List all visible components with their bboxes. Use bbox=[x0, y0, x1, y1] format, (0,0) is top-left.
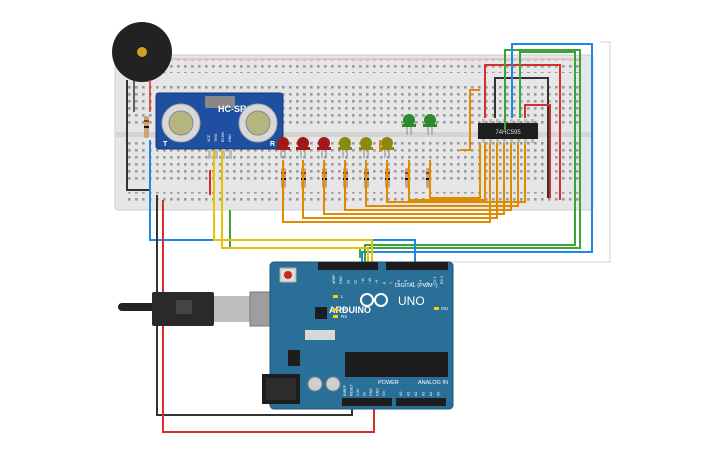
header-pin-label: RESET bbox=[350, 383, 354, 396]
sensor-pin bbox=[222, 149, 225, 159]
header-pin-label: 3.3V bbox=[356, 388, 360, 396]
sensor-pin bbox=[208, 149, 211, 159]
sensor-pin-label: ECHO bbox=[221, 132, 225, 142]
header-pin-label: ~10 bbox=[368, 278, 372, 284]
led-on-label: ON bbox=[441, 306, 448, 311]
sensor-side-left: T bbox=[163, 141, 168, 148]
shift-register-label: 74HC595 bbox=[495, 130, 521, 136]
header-pin-label: A1 bbox=[407, 392, 411, 396]
led-yellow[interactable] bbox=[359, 137, 373, 158]
buzzer-icon[interactable] bbox=[112, 22, 172, 112]
model-label: UNO bbox=[398, 294, 425, 308]
infinity-logo bbox=[360, 293, 388, 307]
header-pin-label: 5V bbox=[363, 391, 367, 396]
arduino-board[interactable]: DIGITAL (PWM~) ARDUINO UNO L TX RX ON PO bbox=[262, 261, 454, 410]
header-pin-label: GND bbox=[376, 388, 380, 396]
breadboard-wires bbox=[126, 64, 561, 200]
led-green[interactable] bbox=[402, 114, 416, 135]
analog-label: ANALOG IN bbox=[418, 380, 448, 386]
digital-label: DIGITAL (PWM~) bbox=[395, 283, 438, 289]
reset-button-icon[interactable] bbox=[279, 267, 297, 283]
bottom-rail-holes bbox=[126, 192, 582, 205]
led-yellow[interactable] bbox=[380, 137, 394, 158]
header-pin-label: 7 bbox=[390, 282, 394, 284]
header-pin-label: GND bbox=[339, 276, 343, 284]
led-l-label: L bbox=[341, 294, 344, 299]
header-pin-label: 12 bbox=[354, 280, 358, 284]
header-pin-label: A3 bbox=[422, 392, 426, 396]
header-pin-label: TX 1 bbox=[433, 276, 437, 284]
header-pin-label: A5 bbox=[437, 392, 441, 396]
sensor-pin bbox=[215, 149, 218, 159]
shift-register-chip[interactable]: 74HC595 bbox=[478, 119, 538, 143]
header-pin-label: ~3 bbox=[418, 280, 422, 284]
led-signal-wires bbox=[282, 143, 526, 223]
header-pin-label: RX 0 bbox=[440, 276, 444, 284]
header-pin-label: GND bbox=[369, 388, 373, 396]
header-pin-label: 13 bbox=[346, 280, 350, 284]
header-pin-label: AREF bbox=[332, 274, 336, 284]
led-yellow[interactable] bbox=[338, 137, 352, 158]
led-green[interactable] bbox=[423, 114, 437, 135]
led-tx-label: TX bbox=[341, 307, 347, 312]
header-pin-label: ~5 bbox=[404, 280, 408, 284]
header-pin-label: 2 bbox=[426, 282, 430, 284]
header-pin-label: A2 bbox=[414, 392, 418, 396]
header-pin-label: ~9 bbox=[375, 280, 379, 284]
sensor-side-right: R bbox=[270, 141, 275, 148]
microcontroller-chip bbox=[345, 352, 448, 377]
sensor-pin bbox=[229, 149, 232, 159]
led-red[interactable] bbox=[296, 137, 310, 158]
header-pin-label: 4 bbox=[411, 282, 415, 284]
power-label: POWER bbox=[378, 380, 399, 386]
led-red[interactable] bbox=[317, 137, 331, 158]
header-pin-label: A0 bbox=[399, 392, 403, 396]
sensor-pin-label: VCC bbox=[207, 134, 211, 142]
header-pin-label: 8 bbox=[382, 282, 386, 284]
brand-label: ARDUINO bbox=[329, 305, 371, 315]
led-red[interactable] bbox=[276, 137, 290, 158]
led-rx-label: RX bbox=[341, 314, 347, 319]
buzzer-resistor bbox=[144, 116, 149, 138]
header-pin-label: ~11 bbox=[361, 278, 365, 284]
header-pin-label: Vin bbox=[382, 391, 386, 396]
sensor-pin-label: TRIG bbox=[214, 133, 218, 142]
header-pin-label: A4 bbox=[429, 392, 433, 396]
sensor-model-label: HC-SR04 bbox=[218, 104, 257, 114]
sensor-pin-label: GND bbox=[228, 134, 232, 142]
power-jack-icon bbox=[262, 374, 300, 404]
header-pin-label: IOREF bbox=[343, 384, 347, 396]
header-pin-label: ~6 bbox=[397, 280, 401, 284]
top-rail-holes bbox=[126, 60, 582, 73]
center-channel bbox=[116, 132, 592, 137]
